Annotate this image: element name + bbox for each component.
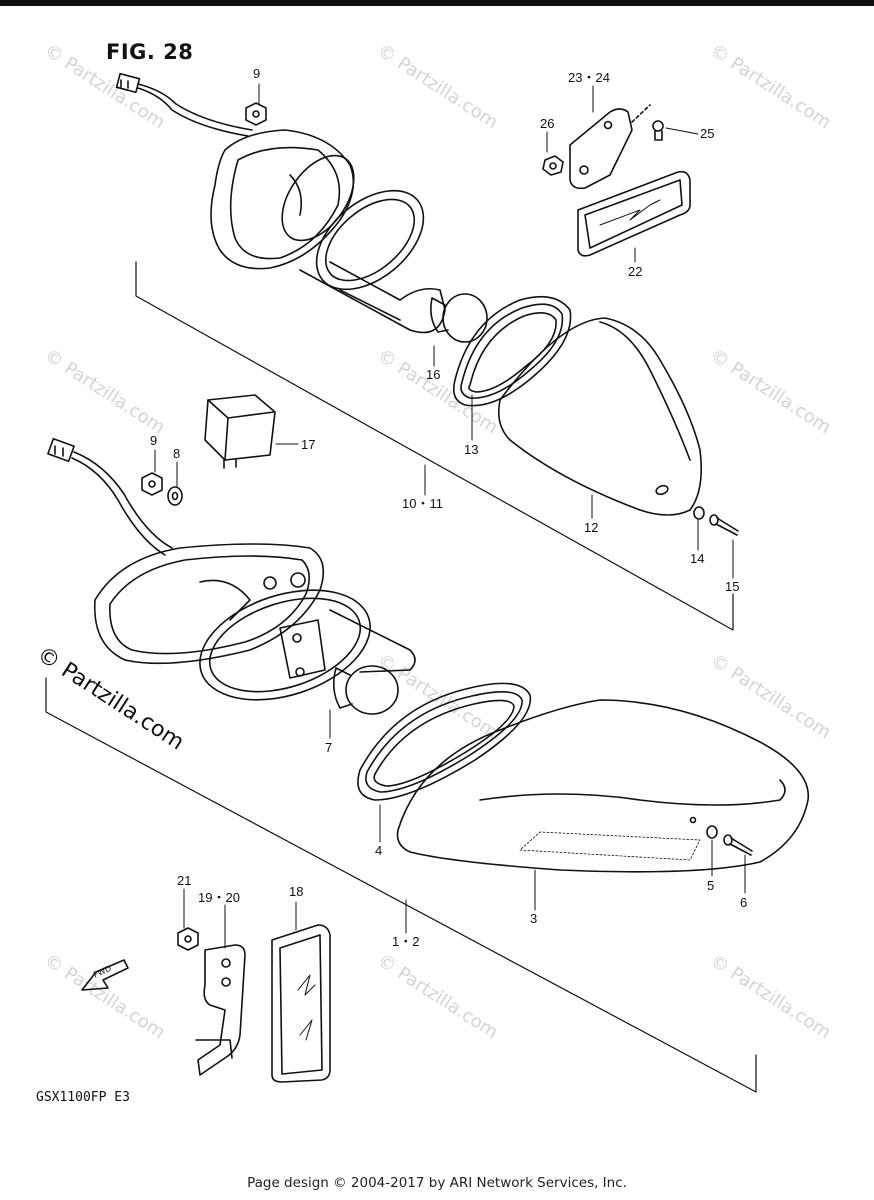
nut-9-upper bbox=[245, 102, 267, 126]
callout-1-2: 1・2 bbox=[392, 934, 419, 949]
group-bracket-1-2 bbox=[45, 677, 757, 1093]
reflector-18 bbox=[271, 924, 331, 1083]
nut-9-lower bbox=[141, 472, 163, 496]
callout-labels: 9 26 23・24 25 22 16 13 10・11 12 14 15 9 … bbox=[150, 66, 747, 949]
screw-6 bbox=[723, 834, 753, 856]
lamp-housing-lower bbox=[93, 543, 325, 665]
fwd-arrow-icon: FWD bbox=[81, 959, 129, 991]
callout-21: 21 bbox=[177, 873, 191, 888]
callout-22: 22 bbox=[628, 264, 642, 279]
top-border bbox=[0, 0, 874, 6]
callout-18: 18 bbox=[289, 884, 303, 899]
callout-5: 5 bbox=[707, 878, 714, 893]
callout-6: 6 bbox=[740, 895, 747, 910]
callout-16: 16 bbox=[426, 367, 440, 382]
group-bracket-10-11 bbox=[135, 261, 734, 631]
relay-17 bbox=[204, 394, 276, 469]
callout-13: 13 bbox=[464, 442, 478, 457]
callout-23-24: 23・24 bbox=[568, 70, 610, 85]
screw-15 bbox=[709, 514, 739, 536]
callout-19-20: 19・20 bbox=[198, 890, 240, 905]
callout-9: 9 bbox=[253, 66, 260, 81]
socket-bracket-upper bbox=[299, 189, 446, 334]
washer-14 bbox=[693, 506, 705, 520]
callout-8: 8 bbox=[173, 446, 180, 461]
bulb-7 bbox=[332, 665, 399, 715]
model-code: GSX1100FP E3 bbox=[36, 1090, 130, 1105]
callout-leaders bbox=[154, 83, 746, 949]
wire-connector-lower bbox=[47, 437, 173, 556]
callout-15: 15 bbox=[725, 579, 739, 594]
lens-3 bbox=[396, 699, 810, 873]
reflector-22 bbox=[577, 170, 691, 257]
nut-21 bbox=[177, 927, 199, 951]
rear-turn-signal-lower: FWD bbox=[47, 394, 810, 1083]
screw-25 bbox=[652, 120, 664, 141]
callout-9: 9 bbox=[150, 433, 157, 448]
gasket-13 bbox=[452, 295, 572, 407]
lens-12 bbox=[497, 317, 703, 516]
callout-7: 7 bbox=[325, 740, 332, 755]
washer-8 bbox=[167, 486, 183, 506]
callout-3: 3 bbox=[530, 911, 537, 926]
callout-12: 12 bbox=[584, 520, 598, 535]
bracket-19-20 bbox=[195, 944, 246, 1076]
bulb-16 bbox=[430, 293, 488, 343]
callout-10-11: 10・11 bbox=[402, 496, 443, 511]
footer-copyright: Page design © 2004-2017 by ARI Network S… bbox=[247, 1175, 627, 1191]
figure-title: FIG. 28 bbox=[106, 40, 194, 64]
callout-25: 25 bbox=[700, 126, 714, 141]
callout-26: 26 bbox=[540, 116, 554, 131]
bracket-23-24 bbox=[569, 104, 651, 190]
rear-turn-signal-upper bbox=[115, 72, 739, 536]
callout-14: 14 bbox=[690, 551, 704, 566]
callout-17: 17 bbox=[301, 437, 315, 452]
socket-bracket-lower bbox=[199, 589, 416, 701]
washer-5 bbox=[706, 825, 718, 839]
lamp-housing-upper bbox=[210, 129, 355, 270]
wire-connector-upper bbox=[115, 72, 253, 137]
gasket-4 bbox=[357, 682, 532, 801]
callout-4: 4 bbox=[375, 843, 382, 858]
nut-26 bbox=[542, 155, 564, 176]
